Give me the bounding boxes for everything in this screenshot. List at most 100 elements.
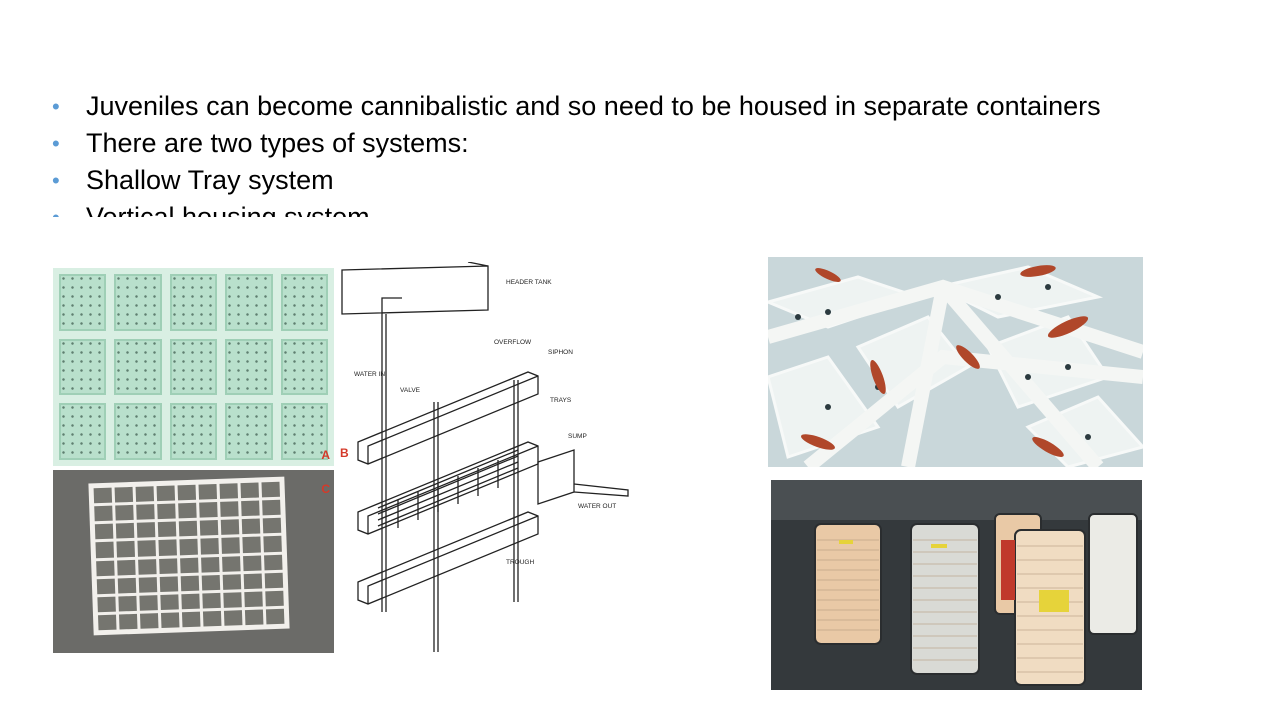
- bullet-text: There are two types of systems:: [86, 128, 469, 158]
- diagram-label-siphon: SIPHON: [548, 349, 573, 356]
- photo-label-b: B: [340, 446, 349, 460]
- tray-cell: [138, 576, 158, 593]
- tray-cell: [158, 539, 177, 556]
- diagram-svg: HEADER TANK OVERFLOW SIPHON WATER IN VAL…: [341, 262, 629, 652]
- tray-cell: [221, 537, 240, 554]
- tray-cell: [96, 578, 116, 594]
- tray-cell: [262, 518, 282, 534]
- tray-cell: [139, 612, 159, 629]
- tray-cell: [199, 502, 218, 518]
- tray-cell: [263, 536, 282, 552]
- tray-cell: [136, 522, 156, 539]
- tray-cell: [177, 484, 197, 501]
- photo-label-a: A: [321, 448, 330, 462]
- bullet-text: Juveniles can become cannibalistic and s…: [86, 91, 1101, 121]
- tray-cell: [135, 486, 155, 502]
- tray-cell: [96, 560, 115, 576]
- bullet-dot-icon: •: [52, 199, 60, 217]
- tray-cell: [178, 520, 198, 537]
- tray-cell: [94, 505, 113, 522]
- tray-cell: [180, 557, 199, 573]
- tray-cell: [117, 559, 136, 576]
- tray-cell: [244, 609, 264, 626]
- tray-cell: [93, 487, 113, 504]
- tray-cell: [98, 614, 117, 631]
- tray-cell: [261, 481, 280, 498]
- grid-tray: [88, 476, 290, 636]
- tray-cell: [118, 595, 137, 612]
- tray-cell: [118, 613, 138, 630]
- diagram-label-overflow: OVERFLOW: [494, 339, 532, 346]
- tray-cell: [241, 518, 261, 535]
- tray-cell: [265, 608, 285, 625]
- bullet-item: • There are two types of systems:: [52, 125, 1172, 162]
- tray-cell: [116, 541, 135, 558]
- diagram-label-trays: TRAYS: [550, 397, 572, 404]
- tray-cell: [138, 558, 157, 575]
- bullet-item: • Juveniles can become cannibalistic and …: [52, 88, 1172, 125]
- tray-cell: [222, 555, 241, 572]
- tray-cell: [115, 523, 135, 539]
- tray-cell: [201, 574, 221, 591]
- tray-cell: [264, 554, 283, 570]
- tray-cell: [220, 519, 240, 536]
- tray-cell: [159, 576, 179, 592]
- tray-cell: [265, 590, 284, 607]
- tray-cell: [198, 483, 218, 500]
- tray-cell: [223, 591, 242, 608]
- diagram-label-water-out: WATER OUT: [578, 503, 616, 510]
- tray-cell: [97, 596, 116, 613]
- tray-cell: [139, 594, 158, 611]
- bullet-dot-icon: •: [52, 131, 60, 156]
- bullet-dot-icon: •: [52, 94, 60, 119]
- tray-cell: [222, 573, 242, 590]
- tray-cell: [159, 557, 178, 574]
- bullet-item: • Vertical housing system: [52, 199, 1172, 217]
- tray-cell: [220, 501, 239, 518]
- diagram-label-water-in: WATER IN: [354, 371, 385, 378]
- tray-cell: [242, 536, 261, 553]
- diagram-label-trough: TROUGH: [506, 559, 534, 566]
- tray-cell: [117, 577, 137, 594]
- tray-cell: [240, 482, 260, 499]
- bullet-list: • Juveniles can become cannibalistic and …: [52, 88, 1172, 217]
- tray-cell: [156, 485, 176, 502]
- diagram-label-header-tank: HEADER TANK: [506, 279, 552, 286]
- tray-cell: [219, 483, 239, 500]
- tray-cell: [179, 539, 198, 555]
- tray-cell: [115, 505, 134, 521]
- cylinder-illustration: [771, 480, 1142, 690]
- tray-cell: [223, 610, 243, 626]
- tray-cell: [241, 500, 260, 517]
- tray-cell: [137, 540, 156, 557]
- bullet-item: • Shallow Tray system: [52, 162, 1172, 199]
- tray-cell: [202, 592, 221, 609]
- tray-cell: [95, 542, 114, 558]
- tray-cell: [114, 486, 134, 503]
- diagram-label-valve: VALVE: [400, 387, 421, 394]
- juvenile-lobster-tray-photo: [768, 257, 1143, 467]
- tray-cell: [178, 502, 197, 519]
- bullet-text: Shallow Tray system: [86, 165, 334, 195]
- tray-cell: [181, 593, 200, 610]
- tray-cell: [200, 538, 219, 555]
- tray-cell: [180, 575, 200, 592]
- tray-cell: [136, 504, 155, 521]
- tray-cell: [160, 612, 180, 629]
- bullet-dot-icon: •: [52, 168, 60, 193]
- vertical-housing-system-photo: [771, 480, 1142, 690]
- tray-cell: [157, 521, 177, 538]
- tray-cell: [243, 554, 262, 571]
- tray-cell: [157, 503, 176, 520]
- shallow-tray-photo-c: C: [53, 470, 334, 653]
- tray-cell: [199, 520, 219, 536]
- photo-label-c: C: [321, 482, 330, 496]
- diagram-label-sump: SUMP: [568, 433, 587, 440]
- tray-cell: [181, 611, 201, 628]
- tray-cell: [201, 556, 220, 573]
- bullet-text: Vertical housing system: [86, 202, 370, 217]
- shallow-tray-photo-a: A: [53, 268, 334, 466]
- tray-cell: [160, 594, 179, 610]
- tray-cell: [243, 573, 263, 589]
- tray-cell: [244, 591, 263, 607]
